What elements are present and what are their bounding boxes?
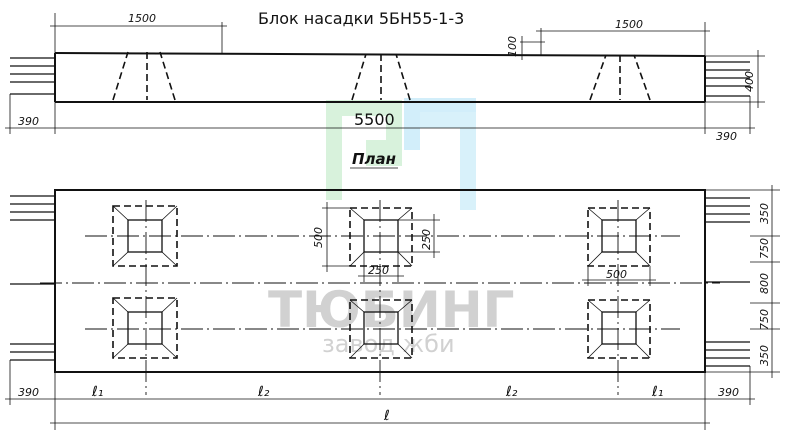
pocket-top-center	[349, 207, 413, 267]
dim-100: 100	[506, 36, 519, 57]
dim-l1-left: ℓ₁	[91, 384, 103, 400]
dim-left-1500: 1500	[128, 12, 156, 25]
dim-500-vertical: 500	[312, 227, 325, 248]
pocket-top-right	[587, 207, 651, 267]
elevation-view: 1500 1500 100 400 390 390 5500	[5, 12, 765, 143]
pocket-top-left	[112, 205, 178, 267]
watermark-logo	[326, 98, 476, 210]
dim-l2-left: ℓ₂	[257, 384, 270, 400]
plan-view	[10, 189, 750, 395]
drawing-title: Блок насадки 5БН55-1-3	[258, 9, 464, 28]
pocket-bottom-right	[587, 299, 651, 359]
dim-elev-right-390: 390	[716, 130, 737, 143]
dim-right-4: 350	[758, 345, 771, 366]
dim-plan-left-390: 390	[18, 386, 39, 399]
dim-l-total: ℓ	[383, 408, 390, 424]
pocket-bottom-left	[112, 297, 178, 359]
dim-l2-right: ℓ₂	[505, 384, 518, 400]
dim-right-3: 750	[758, 309, 771, 330]
dim-250-horizontal: 250	[368, 264, 389, 277]
total-length-label: 5500	[354, 110, 395, 129]
plan-pocket-dims: 500 250 250 500	[312, 202, 656, 286]
dim-right-2: 800	[758, 273, 771, 294]
pocket-bottom-center	[349, 299, 413, 359]
dim-plan-right-390: 390	[718, 386, 739, 399]
dim-right-0: 350	[758, 203, 771, 224]
dim-400: 400	[743, 71, 756, 92]
dim-elev-left-390: 390	[18, 115, 39, 128]
dim-right-1500: 1500	[615, 18, 643, 31]
plan-label: План	[352, 150, 396, 168]
dim-l1-right: ℓ₁	[651, 384, 663, 400]
dim-right-1: 750	[758, 238, 771, 259]
dim-500-horizontal: 500	[606, 268, 627, 281]
dim-250-vertical: 250	[420, 229, 433, 250]
plan-bottom-dims: 390 390 ℓ₁ ℓ₂ ℓ₂ ℓ₁ ℓ	[5, 360, 755, 430]
plan-right-dims: 350 750 800 750 350	[705, 185, 780, 378]
